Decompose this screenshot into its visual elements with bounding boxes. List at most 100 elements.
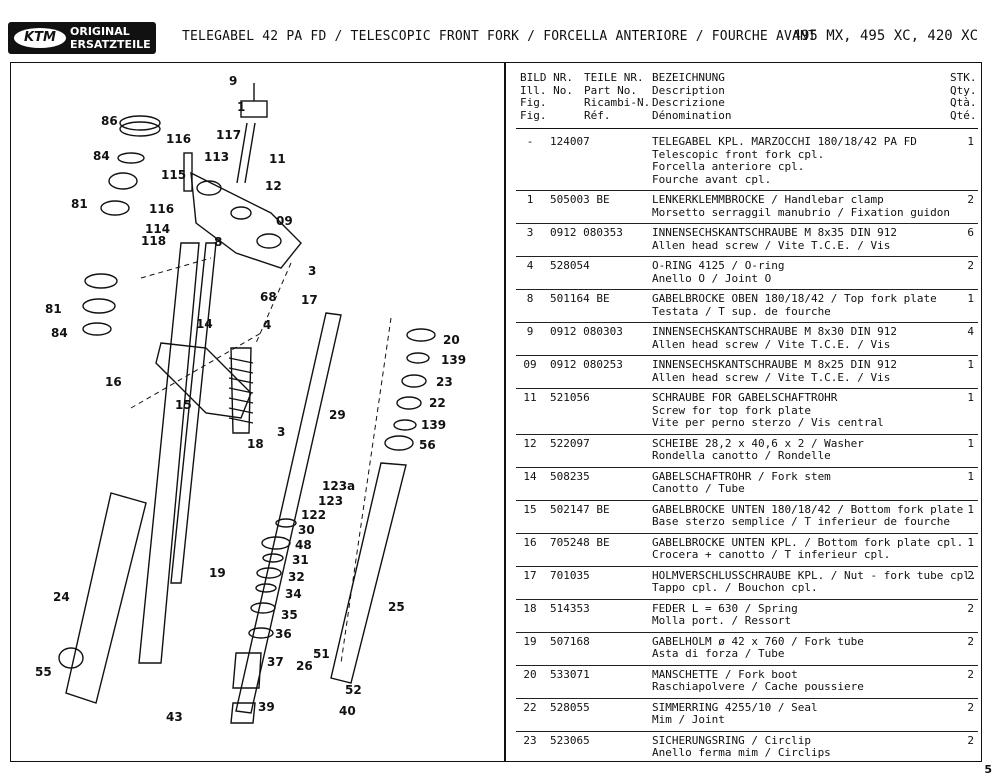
svg-text:117: 117 bbox=[216, 128, 241, 142]
svg-text:19: 19 bbox=[209, 566, 226, 580]
quantity: 2 bbox=[967, 700, 974, 714]
quantity: 1 bbox=[967, 469, 974, 483]
description-line: Forcella anteriore cpl. bbox=[652, 160, 805, 173]
description-line: Molla port. / Ressort bbox=[652, 614, 792, 627]
svg-text:8: 8 bbox=[214, 235, 222, 249]
svg-text:16: 16 bbox=[105, 375, 122, 389]
svg-text:86: 86 bbox=[101, 114, 118, 128]
svg-text:14: 14 bbox=[196, 317, 213, 331]
svg-text:22: 22 bbox=[429, 396, 446, 410]
svg-text:9: 9 bbox=[229, 74, 237, 88]
quantity: 2 bbox=[967, 259, 974, 272]
description-line: Base sterzo semplice / T inferieur de fo… bbox=[652, 515, 951, 528]
fig-number: 18 bbox=[523, 601, 537, 615]
svg-text:12: 12 bbox=[265, 179, 282, 193]
ktm-oval bbox=[14, 28, 66, 48]
part-number: 533071 bbox=[550, 667, 590, 681]
svg-text:31: 31 bbox=[292, 553, 309, 567]
quantity: 1 bbox=[967, 292, 974, 305]
description-line: Tappo cpl. / Bouchon cpl. bbox=[652, 581, 818, 594]
description-line: INNENSECHSKANTSCHRAUBE M 8x30 DIN 912 bbox=[652, 325, 898, 338]
fig-number: 3 bbox=[526, 226, 534, 239]
header-rule bbox=[516, 128, 978, 129]
svg-text:23: 23 bbox=[436, 375, 453, 389]
quantity: 1 bbox=[967, 535, 974, 549]
part-number: 0912 080303 bbox=[550, 325, 623, 338]
fig-number: 12 bbox=[523, 436, 537, 450]
logo-ktm-text: KTM bbox=[24, 30, 56, 45]
part-number: 528055 bbox=[550, 700, 590, 714]
svg-text:11: 11 bbox=[269, 152, 286, 166]
description-line: Rondella canotto / Rondelle bbox=[652, 449, 831, 462]
fig-number: - bbox=[526, 135, 534, 148]
fig-number: 14 bbox=[523, 469, 537, 483]
quantity: 4 bbox=[967, 325, 974, 338]
fig-number: 9 bbox=[526, 325, 534, 338]
svg-text:139: 139 bbox=[421, 418, 446, 432]
description-line: Morsetto serraggil manubrio / Fixation g… bbox=[652, 205, 951, 219]
description-line: Testata / T sup. de fourche bbox=[652, 304, 831, 318]
description-line: INNENSECHSKANTSCHRAUBE M 8x35 DIN 912 bbox=[652, 226, 898, 239]
part-number: 501164 BE bbox=[550, 292, 610, 305]
quantity: 1 bbox=[967, 391, 974, 404]
svg-text:123a: 123a bbox=[322, 479, 355, 493]
description-line: Asta di forza / Tube bbox=[652, 647, 785, 660]
description-line: Anello ferma mim / Circlips bbox=[652, 746, 831, 759]
description-line: Mim / Joint bbox=[652, 713, 725, 726]
svg-text:34: 34 bbox=[285, 587, 302, 601]
svg-text:1: 1 bbox=[237, 100, 245, 114]
part-number: 514353 bbox=[550, 601, 590, 615]
svg-text:4: 4 bbox=[263, 318, 271, 332]
header-part: TEILE NR. Part No. Ricambi-N. Réf. bbox=[584, 71, 651, 122]
fig-number: 4 bbox=[526, 259, 534, 272]
svg-text:51: 51 bbox=[313, 647, 330, 661]
description-line: FEDER L = 630 / Spring bbox=[652, 601, 798, 615]
svg-text:48: 48 bbox=[295, 538, 312, 552]
part-description: TELEGABEL KPL. MARZOCCHI 180/18/42 PA FD… bbox=[652, 135, 952, 186]
part-number: 0912 080353 bbox=[550, 226, 623, 239]
page-header: KTM ORIGINAL ERSATZTEILE TELEGABEL 42 PA… bbox=[0, 0, 1000, 62]
parts-row: 9 0912 080303 INNENSECHSKANTSCHRAUBE M 8x3… bbox=[516, 323, 978, 356]
description-line: SCHRAUBE FOR GABELSCHAFTROHR bbox=[652, 391, 838, 404]
description-line: Telescopic front fork cpl. bbox=[652, 147, 825, 161]
description-line: GABELHOLM ø 42 x 760 / Fork tube bbox=[652, 634, 864, 648]
part-number: 701035 bbox=[550, 568, 590, 582]
svg-text:114: 114 bbox=[145, 222, 170, 236]
svg-text:84: 84 bbox=[51, 326, 68, 340]
description-line: TELEGABEL KPL. MARZOCCHI 180/18/42 PA FD bbox=[652, 135, 917, 148]
part-description: GABELBROCKE OBEN 180/18/42 / Top fork pl… bbox=[652, 292, 952, 318]
svg-text:68: 68 bbox=[260, 290, 277, 304]
part-number: 507168 bbox=[550, 634, 590, 648]
description-line: Vite per perno sterzo / Vis central bbox=[652, 416, 884, 429]
header-qty: STK. Qty. Qtà. Qté. bbox=[950, 71, 977, 122]
svg-text:36: 36 bbox=[275, 627, 292, 641]
part-number: 523065 bbox=[550, 733, 590, 747]
svg-text:15: 15 bbox=[175, 398, 192, 412]
quantity: 2 bbox=[967, 601, 974, 615]
description-line: Allen head screw / Vite T.C.E. / Vis bbox=[652, 370, 891, 384]
part-number: 705248 BE bbox=[550, 535, 610, 549]
model-list: 495 MX, 495 XC, 420 XC bbox=[792, 28, 978, 44]
quantity: 6 bbox=[967, 226, 974, 239]
quantity: 1 bbox=[967, 436, 974, 450]
svg-text:39: 39 bbox=[258, 700, 275, 714]
description-line: Anello O / Joint O bbox=[652, 271, 772, 285]
description-line: LENKERKLEMMBROCKE / Handlebar clamp bbox=[652, 193, 884, 206]
logo-line1: ORIGINAL bbox=[70, 25, 130, 38]
quantity: 2 bbox=[967, 568, 974, 582]
svg-text:81: 81 bbox=[71, 197, 88, 211]
part-number: 508235 bbox=[550, 469, 590, 483]
description-line: SCHEIBE 28,2 x 40,6 x 2 / Washer bbox=[652, 436, 864, 450]
